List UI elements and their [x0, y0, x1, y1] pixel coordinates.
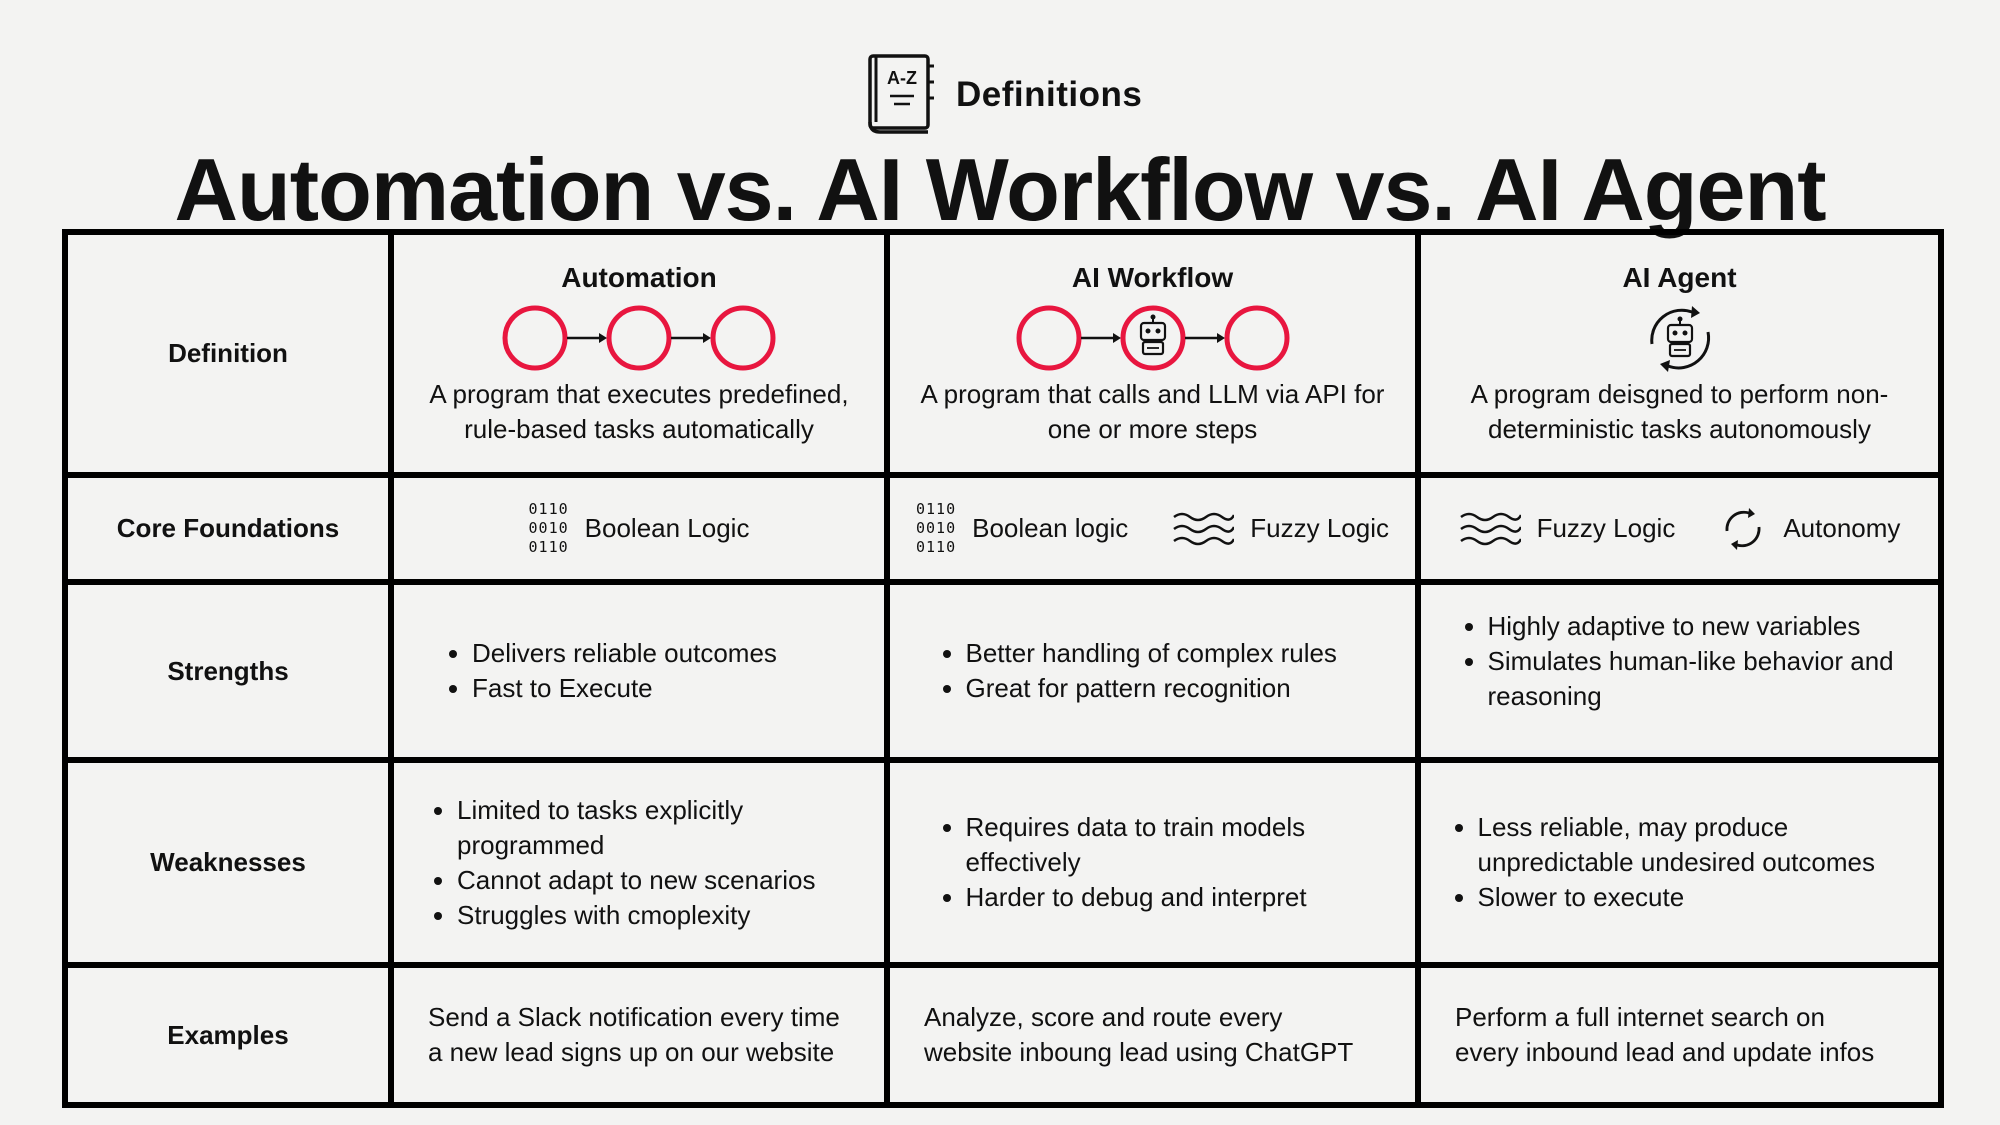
automation-weaknesses-cell: Limited to tasks explicitly programmed C… — [388, 757, 890, 968]
agent-weaknesses-cell: Less reliable, may produce unpredictable… — [1415, 757, 1944, 968]
definitions-label: Definitions — [956, 75, 1143, 114]
book-text: A-Z — [887, 68, 917, 88]
foundation-label: Autonomy — [1783, 513, 1901, 543]
foundation-label: Fuzzy Logic — [1536, 513, 1676, 543]
workflow-example-cell: Analyze, score and route every website i… — [884, 962, 1421, 1108]
list-item: Requires data to train models effectivel… — [966, 810, 1376, 880]
list-item: Slower to execute — [1478, 880, 1918, 915]
foundation-label: Boolean Logic — [584, 513, 750, 543]
examples-row: Examples Send a Slack notification every… — [62, 962, 1944, 1108]
workflow-flow-icon — [1016, 305, 1289, 371]
automation-flow-icon — [502, 305, 776, 371]
foundation-item: Autonomy — [1719, 505, 1900, 553]
automation-definition-cell: Automation A program that executes prede… — [388, 229, 890, 478]
page-title: Automation vs. AI Workflow vs. AI Agent — [174, 140, 1826, 239]
waves-icon — [1173, 512, 1235, 545]
row-label-weaknesses: Weaknesses — [62, 757, 394, 968]
row-label-core-foundations: Core Foundations — [62, 472, 394, 585]
foundation-item: Fuzzy Logic — [1459, 509, 1676, 549]
example-text: Send a Slack notification every time a n… — [428, 1002, 840, 1067]
row-label-examples: Examples — [62, 962, 394, 1108]
foundation-item: Fuzzy Logic — [1172, 509, 1389, 549]
agent-definition-cell: AI Agent A program deisgned to perform n… — [1415, 229, 1944, 478]
weaknesses-row: Weaknesses Limited to tasks explicitly p… — [62, 757, 1944, 968]
column-title-automation: Automation — [561, 262, 717, 293]
cycle-icon — [1725, 507, 1761, 550]
list-item: Highly adaptive to new variables — [1488, 609, 1908, 644]
list-item: Struggles with cmoplexity — [457, 898, 857, 933]
agent-cycle-robot-icon — [1649, 306, 1710, 372]
list-item: Simulates human-like behavior and reason… — [1488, 644, 1908, 714]
agent-core-cell: Fuzzy Logic Autonomy — [1415, 472, 1944, 585]
list-item: Limited to tasks explicitly programmed — [457, 793, 857, 863]
foundation-label: Boolean logic — [972, 513, 1129, 543]
example-text: Perform a full internet search on every … — [1455, 1002, 1875, 1067]
definitions-badge: A-Z Definitions — [862, 52, 1142, 138]
column-title-ai-workflow: AI Workflow — [1071, 262, 1234, 293]
strengths-row: Strengths Delivers reliable outcomes Fas… — [62, 579, 1944, 763]
column-title-ai-agent: AI Agent — [1622, 262, 1737, 293]
row-label-definition: Definition — [62, 229, 394, 478]
definition-row: Definition Automation A program that exe… — [62, 229, 1944, 478]
foundation-label: Fuzzy Logic — [1250, 513, 1389, 543]
agent-example-cell: Perform a full internet search on every … — [1415, 962, 1944, 1108]
automation-example-cell: Send a Slack notification every time a n… — [388, 962, 890, 1108]
automation-definition: A program that executes predefined, rule… — [429, 379, 849, 444]
row-label-strengths: Strengths — [62, 579, 394, 763]
agent-definition: A program deisgned to perform non-determ… — [1470, 379, 1889, 444]
workflow-definition: A program that calls and LLM via API for… — [920, 379, 1385, 444]
list-item: Delivers reliable outcomes — [472, 636, 842, 671]
workflow-strengths-cell: Better handling of complex rules Great f… — [884, 579, 1421, 763]
robot-icon — [1139, 314, 1166, 356]
list-item: Harder to debug and interpret — [966, 880, 1376, 915]
workflow-weaknesses-cell: Requires data to train models effectivel… — [884, 757, 1421, 968]
list-item: Better handling of complex rules — [966, 636, 1376, 671]
example-text: Analyze, score and route every website i… — [924, 1002, 1354, 1067]
agent-strengths-cell: Highly adaptive to new variables Simulat… — [1415, 579, 1944, 763]
list-item: Cannot adapt to new scenarios — [457, 863, 857, 898]
list-item: Less reliable, may produce unpredictable… — [1478, 810, 1918, 880]
list-item: Fast to Execute — [472, 671, 842, 706]
book-icon: A-Z — [868, 54, 934, 134]
list-item: Great for pattern recognition — [966, 671, 1376, 706]
workflow-definition-cell: AI Workflow — [884, 229, 1421, 478]
comparison-table: Definition Automation A program that exe… — [62, 229, 1944, 1108]
waves-icon — [1459, 512, 1521, 545]
automation-strengths-cell: Delivers reliable outcomes Fast to Execu… — [388, 579, 890, 763]
